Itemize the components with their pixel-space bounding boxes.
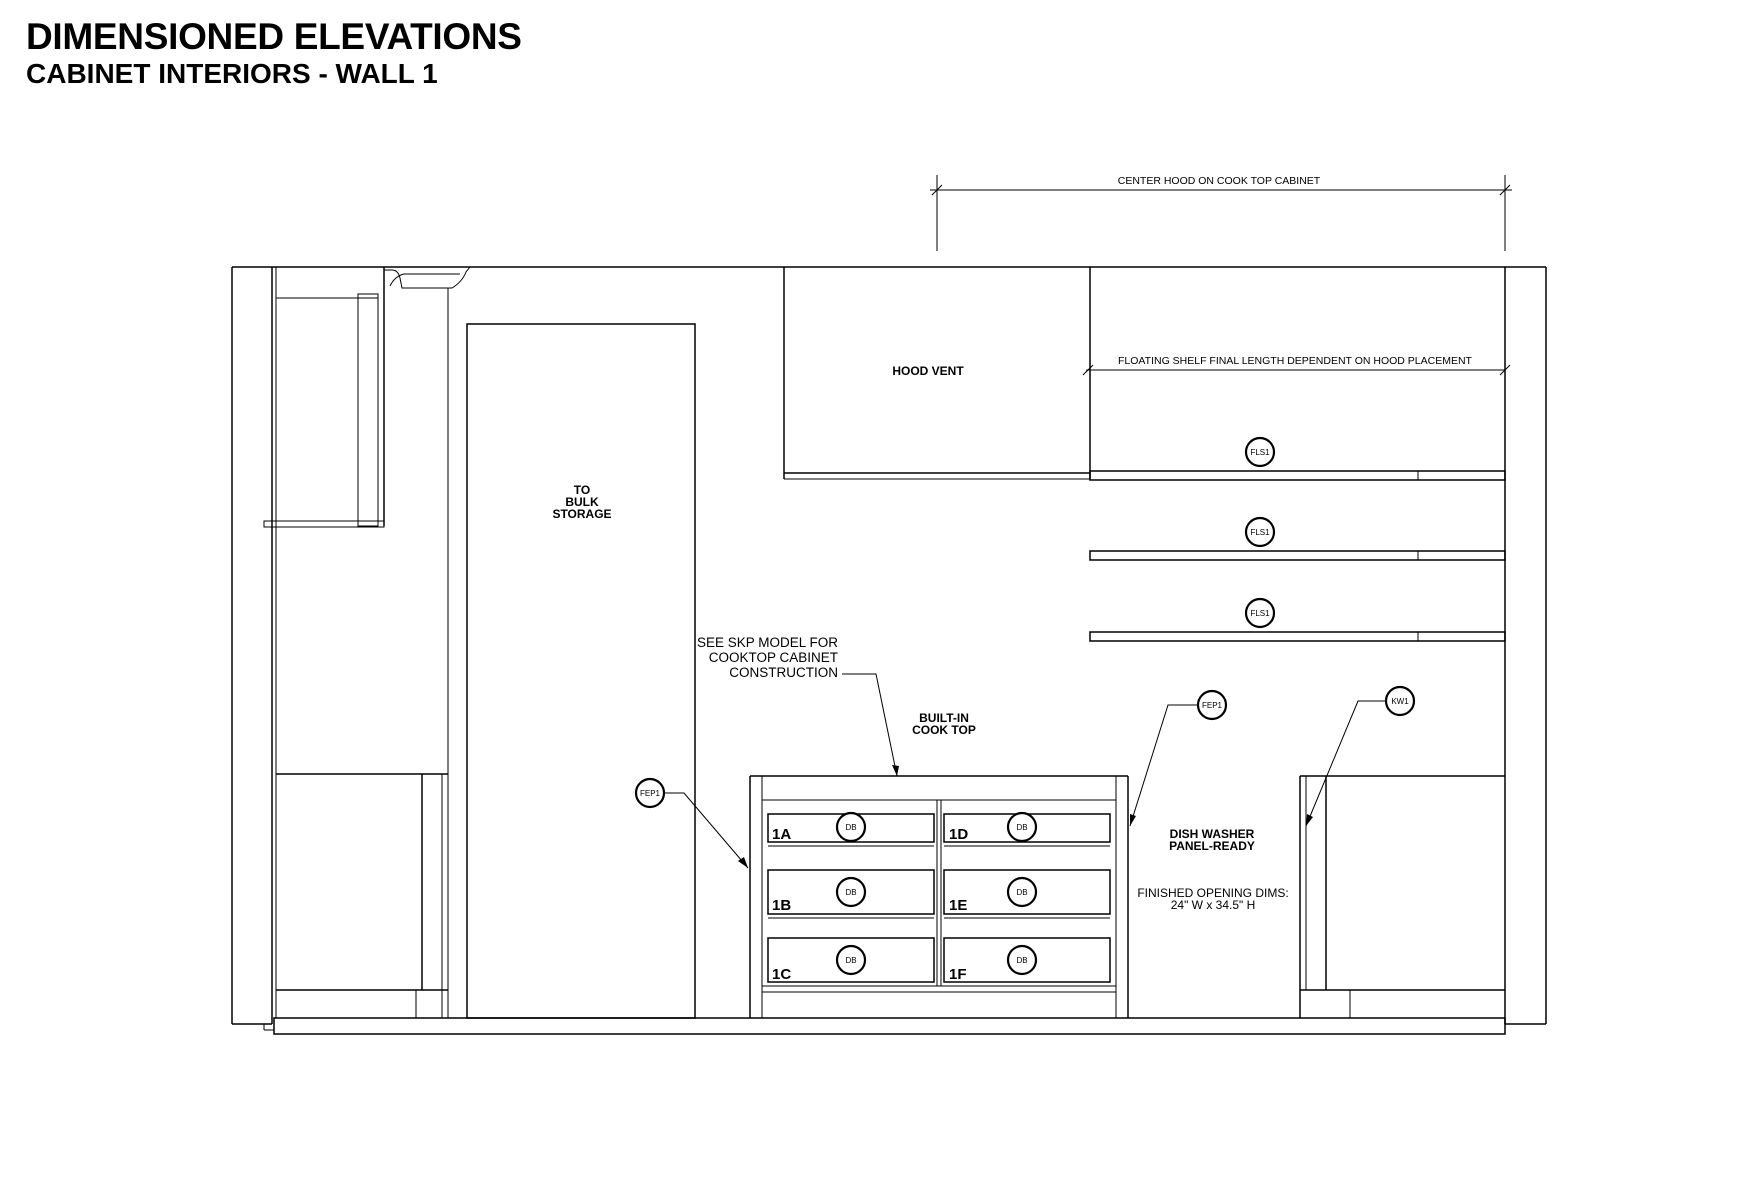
dishwasher-label-line2: PANEL-READY (1169, 839, 1255, 853)
db-tag-1b-label: DB (845, 888, 856, 897)
kw1-tag: KW1 (1305, 685, 1416, 827)
drawer-1e-label: 1E (949, 897, 967, 914)
fls1-tag-2-label: FLS1 (1250, 528, 1270, 537)
fls1-tag-2 (1244, 516, 1276, 548)
right-lower-cabinet (1299, 775, 1505, 1018)
fep1-tag-left-label: FEP1 (640, 789, 661, 798)
db-tag-1c-label: DB (845, 956, 856, 965)
left-tall-cabinet (263, 266, 471, 1018)
db-tag-1a-label: DB (845, 823, 856, 832)
db-tag-1b (835, 876, 867, 908)
skp-note-line3: CONSTRUCTION (729, 665, 838, 680)
floating-shelf-3 (1089, 631, 1506, 642)
cook-top-label-line2: COOK TOP (912, 723, 976, 737)
db-tag-1d-label: DB (1016, 823, 1027, 832)
fep1-tag-left: FEP1 (634, 777, 749, 869)
fep1-tag-right: FEP1 (1129, 689, 1228, 827)
drawer-1e (943, 869, 1111, 915)
floating-shelves: FLOATING SHELF FINAL LENGTH DEPENDENT ON… (1082, 355, 1511, 642)
left-lower-cabinet (276, 773, 448, 1018)
cook-top-label-line1: BUILT-IN (919, 711, 969, 725)
drawer-1b (767, 869, 935, 915)
bulk-storage-label-line2: BULK (565, 495, 599, 509)
drawer-1c-label: 1C (772, 966, 791, 983)
drawer-1a-label: 1A (772, 826, 791, 843)
drawer-1d-label: 1D (949, 826, 968, 843)
opening-dims-line1: FINISHED OPENING DIMS: (1137, 886, 1288, 900)
db-tag-1a (835, 811, 867, 843)
hood-vent-label: HOOD VENT (892, 364, 964, 378)
db-tag-1f (1006, 944, 1038, 976)
hood-center-dimension: CENTER HOOD ON COOK TOP CABINET (930, 175, 1512, 251)
db-tag-1e (1006, 876, 1038, 908)
drawer-1f-label: 1F (949, 966, 967, 983)
fls1-tag-1 (1244, 436, 1276, 468)
hood-center-dimension-label: CENTER HOOD ON COOK TOP CABINET (1118, 175, 1321, 187)
floating-shelf-1 (1089, 470, 1506, 481)
cooktop-base-cabinet: 1A 1B 1C 1D 1E 1F DB DB DB DB DB DB (749, 775, 1129, 1018)
fls1-tag-3-label: FLS1 (1250, 609, 1270, 618)
skp-model-note: SEE SKP MODEL FOR COOKTOP CABINET CONSTR… (697, 635, 899, 777)
drawer-1b-label: 1B (772, 897, 791, 914)
kw1-tag-label: KW1 (1391, 697, 1409, 706)
wall-frame (231, 266, 1547, 1035)
skp-note-line2: COOKTOP CABINET (709, 650, 838, 665)
dishwasher-label-line1: DISH WASHER (1170, 827, 1255, 841)
drawer-1c (767, 937, 935, 983)
skp-note-line1: SEE SKP MODEL FOR (697, 635, 838, 650)
bulk-storage-label-line1: TO (574, 483, 590, 497)
opening-dims-line2: 24" W x 34.5" H (1171, 898, 1256, 912)
floating-shelf-2 (1089, 550, 1506, 561)
fep1-tag-right-label: FEP1 (1202, 701, 1223, 710)
page-title: DIMENSIONED ELEVATIONS (26, 16, 522, 57)
db-tag-1f-label: DB (1016, 956, 1027, 965)
db-tag-1d (1006, 811, 1038, 843)
bulk-storage-label-line3: STORAGE (552, 507, 611, 521)
hood-vent: HOOD VENT (783, 267, 1091, 480)
bulk-storage-opening: TO BULK STORAGE (466, 323, 696, 1019)
drawer-1f (943, 937, 1111, 983)
fls1-tag-1-label: FLS1 (1250, 448, 1270, 457)
fls1-tag-3 (1244, 597, 1276, 629)
page-subtitle: CABINET INTERIORS - WALL 1 (26, 58, 438, 89)
db-tag-1e-label: DB (1016, 888, 1027, 897)
floating-shelf-dimension-label: FLOATING SHELF FINAL LENGTH DEPENDENT ON… (1118, 355, 1473, 367)
db-tag-1c (835, 944, 867, 976)
